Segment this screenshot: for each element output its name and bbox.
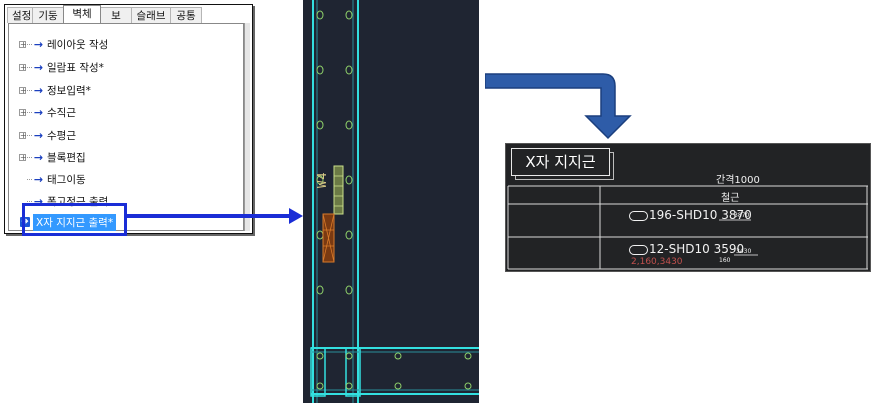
rebar-row-text: 196-SHD10 3870 (649, 208, 752, 222)
result-title: X자 지지근 (511, 148, 610, 176)
pointer-arrow-icon (289, 208, 303, 224)
tab-bar: 설정 기둥 벽체 보 슬래브 공통 (7, 5, 202, 24)
arrow-right-icon: → (33, 172, 44, 186)
tree-item-horizontal-bar[interactable]: + → 수평근 (9, 126, 76, 144)
rebar-row-small-label: 3430 (736, 248, 752, 255)
arrow-right-icon: → (33, 83, 44, 97)
tree-item-tag-move[interactable]: → 태그이동 (9, 170, 86, 188)
tab-common[interactable]: 공통 (170, 7, 202, 23)
arrow-right-icon: → (33, 105, 44, 119)
pointer-arrow-line (127, 214, 292, 218)
tree-item-label: 태그이동 (47, 173, 86, 186)
tree-item-x-support-output[interactable]: ➔ X자 지지근 출력* (9, 213, 117, 231)
expand-icon[interactable]: + (19, 152, 27, 162)
arrow-right-icon: → (33, 60, 44, 74)
column-header: 철근 (721, 193, 740, 204)
menu-panel: 설정 기둥 벽체 보 슬래브 공통 + → 레이아웃 작성 + → 일람표 작성… (4, 4, 253, 234)
rebar-dimension-text: 2,160,3430 (631, 257, 683, 267)
tree-item-label: 블록편집 (47, 151, 86, 164)
rebar-row-small-label-2: 160 (719, 257, 731, 264)
tree-item-vertical-bar[interactable]: + → 수직근 (9, 103, 76, 121)
tree-item-info-input[interactable]: + → 정보입력* (9, 81, 91, 99)
oval-marker-icon (629, 210, 648, 221)
tab-settings[interactable]: 설정 (7, 7, 33, 23)
tab-beam[interactable]: 보 (100, 7, 132, 23)
tree-item-label: X자 지지근 출력* (33, 213, 117, 231)
result-table-grid (507, 185, 868, 270)
rebar-row-text: 12-SHD10 3590 (649, 242, 745, 256)
tree-item-layout[interactable]: + → 레이아웃 작성 (9, 35, 108, 53)
arrow-right-icon: → (33, 150, 44, 164)
rebar-row-2: 12-SHD10 3590 (629, 242, 744, 256)
arrow-right-icon: → (33, 194, 44, 208)
tree-item-schedule[interactable]: + → 일람표 작성* (9, 58, 104, 76)
tree-item-label: 레이아웃 작성 (47, 38, 109, 51)
expand-icon[interactable]: + (19, 130, 27, 140)
cad-drawing-view[interactable]: W4 (303, 0, 479, 403)
arrow-right-icon: → (33, 128, 44, 142)
flow-arrow-icon (485, 73, 632, 140)
cad-drawing (310, 0, 479, 403)
tree-item-label: 정보입력* (47, 84, 91, 97)
expand-icon[interactable]: + (19, 85, 27, 95)
rebar-row-1: 196-SHD10 3870 (629, 208, 752, 222)
selection-highlight-box (22, 203, 127, 236)
expand-icon[interactable]: + (19, 62, 27, 72)
tree-item-label: 일람표 작성* (47, 61, 104, 74)
tab-slab[interactable]: 슬래브 (131, 7, 171, 23)
expand-icon[interactable]: + (19, 39, 27, 49)
tab-wall[interactable]: 벽체 (63, 5, 101, 23)
scrollbar[interactable] (244, 23, 250, 231)
arrow-right-icon: → (33, 37, 44, 51)
tree-item-label: 수직근 (47, 106, 76, 119)
oval-marker-icon (629, 244, 648, 255)
tab-column[interactable]: 기둥 (32, 7, 64, 23)
rebar-row-small-label: 3870 (734, 212, 750, 219)
result-view: X자 지지근 간격1000 철근 196-SHD10 3870 3870 12-… (505, 143, 871, 272)
wall-label: W4 (315, 171, 329, 188)
tree-item-block-edit[interactable]: + → 블록편집 (9, 148, 86, 166)
tree-item-label: 수평근 (47, 129, 76, 142)
command-tree: + → 레이아웃 작성 + → 일람표 작성* + → 정보입력* + → 수직… (8, 23, 244, 231)
gap-label: 간격1000 (716, 175, 760, 186)
expand-icon[interactable]: + (19, 107, 27, 117)
